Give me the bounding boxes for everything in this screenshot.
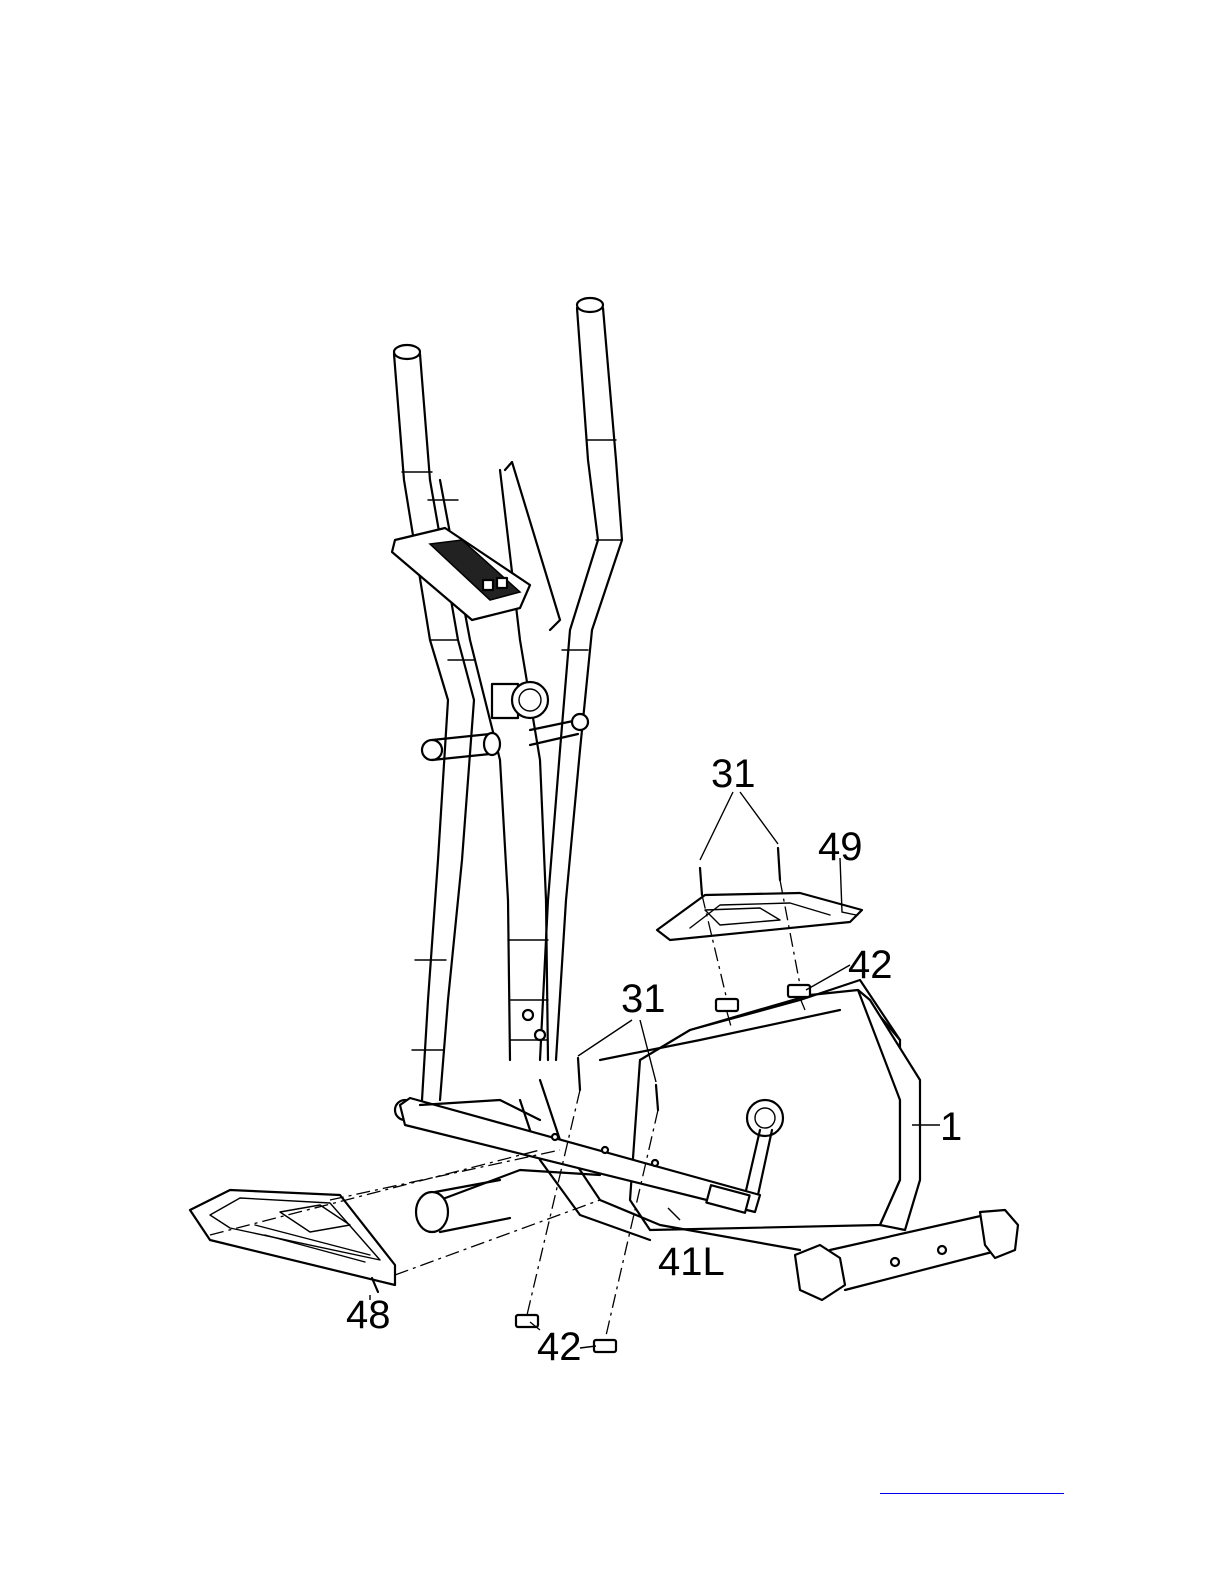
callout-31-top: 31	[711, 752, 756, 796]
callout-42-bottom: 42	[537, 1325, 582, 1369]
callout-49: 49	[818, 825, 863, 869]
footer-link-underline[interactable]	[880, 1493, 1064, 1494]
left-handlebar-arm	[394, 345, 474, 1100]
callout-42-top: 42	[848, 943, 893, 987]
rear-cover	[657, 893, 862, 940]
callout-41l: 41L	[658, 1240, 725, 1284]
callout-31-mid: 31	[621, 977, 666, 1021]
right-handlebar-arm	[540, 298, 622, 1060]
callout-1: 1	[940, 1105, 962, 1149]
tension-knob	[492, 682, 548, 718]
callout-48: 48	[346, 1293, 391, 1337]
foot-pedal	[190, 1190, 395, 1292]
